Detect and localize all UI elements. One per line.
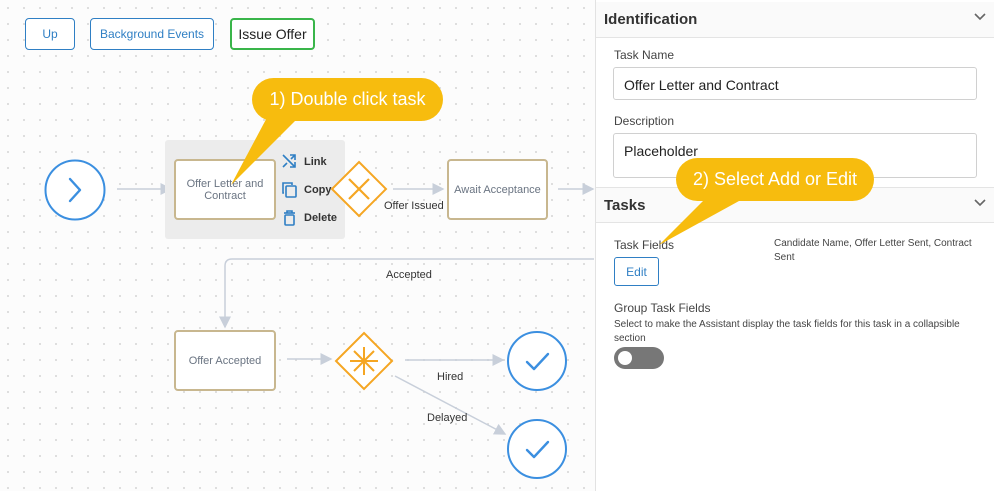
group-task-fields-help: Select to make the Assistant display the… xyxy=(614,319,960,344)
context-link-label: Link xyxy=(304,155,327,168)
start-event-icon[interactable] xyxy=(43,158,107,222)
edit-task-fields-button[interactable]: Edit xyxy=(614,257,659,286)
process-canvas[interactable]: Up Background Events Issue Offer Offer L… xyxy=(0,0,595,491)
task-offer-letter-and-contract[interactable]: Offer Letter and Contract xyxy=(174,159,276,220)
copy-icon xyxy=(282,182,297,198)
complex-gateway-icon[interactable] xyxy=(334,331,394,391)
context-link[interactable]: Link xyxy=(281,153,327,170)
flow-label-accepted: Accepted xyxy=(386,269,432,281)
background-events-button[interactable]: Background Events xyxy=(90,18,214,50)
flow-delayed xyxy=(394,375,507,435)
description-textarea[interactable]: Placeholder xyxy=(613,133,977,178)
issue-offer-button[interactable]: Issue Offer xyxy=(230,18,315,50)
exclusive-gateway-icon[interactable] xyxy=(330,160,388,218)
callout-pointer-2 xyxy=(659,190,759,245)
callout-double-click: 1) Double click task xyxy=(252,78,443,121)
callout-select-add-or-edit: 2) Select Add or Edit xyxy=(676,158,874,201)
section-title: Tasks xyxy=(604,196,646,214)
task-label: Offer Accepted xyxy=(188,354,262,367)
connector-lines xyxy=(117,183,595,435)
toggle-knob xyxy=(618,351,632,365)
trash-icon xyxy=(284,210,295,226)
context-copy[interactable]: Copy xyxy=(281,181,332,198)
group-task-fields-label: Group Task Fields xyxy=(614,301,711,315)
section-identification-header[interactable]: Identification xyxy=(596,2,994,38)
callout-text: 1) Double click task xyxy=(269,89,426,109)
context-delete-label: Delete xyxy=(304,211,338,224)
chevron-down-icon xyxy=(974,199,986,207)
callout-text: 2) Select Add or Edit xyxy=(692,169,858,189)
task-offer-accepted[interactable]: Offer Accepted xyxy=(174,330,276,391)
flow-accepted xyxy=(219,258,594,329)
task-name-input[interactable]: Offer Letter and Contract xyxy=(613,67,977,100)
task-label: Await Acceptance xyxy=(454,183,541,196)
end-event-hired-icon[interactable] xyxy=(506,330,568,392)
up-button[interactable]: Up xyxy=(25,18,75,50)
chevron-down-icon xyxy=(974,13,986,21)
task-fields-value: Candidate Name, Offer Letter Sent, Contr… xyxy=(774,238,972,263)
link-icon xyxy=(282,154,296,168)
context-copy-label: Copy xyxy=(304,183,332,196)
description-label: Description xyxy=(614,114,675,128)
flow-label-hired: Hired xyxy=(437,371,464,383)
context-delete[interactable]: Delete xyxy=(281,209,337,226)
group-task-fields-toggle[interactable] xyxy=(614,347,664,369)
properties-panel: Identification Task Name Offer Letter an… xyxy=(595,0,994,491)
task-label: Offer Letter and Contract xyxy=(186,177,264,202)
flow-label-delayed: Delayed xyxy=(427,412,468,424)
end-event-delayed-icon[interactable] xyxy=(506,418,568,480)
flow-label-offer-issued: Offer Issued xyxy=(384,200,444,212)
task-await-acceptance[interactable]: Await Acceptance xyxy=(447,159,548,220)
task-fields-label: Task Fields xyxy=(614,238,675,252)
section-title: Identification xyxy=(604,11,698,28)
callout-pointer-1 xyxy=(231,110,306,185)
task-name-label: Task Name xyxy=(614,48,675,62)
